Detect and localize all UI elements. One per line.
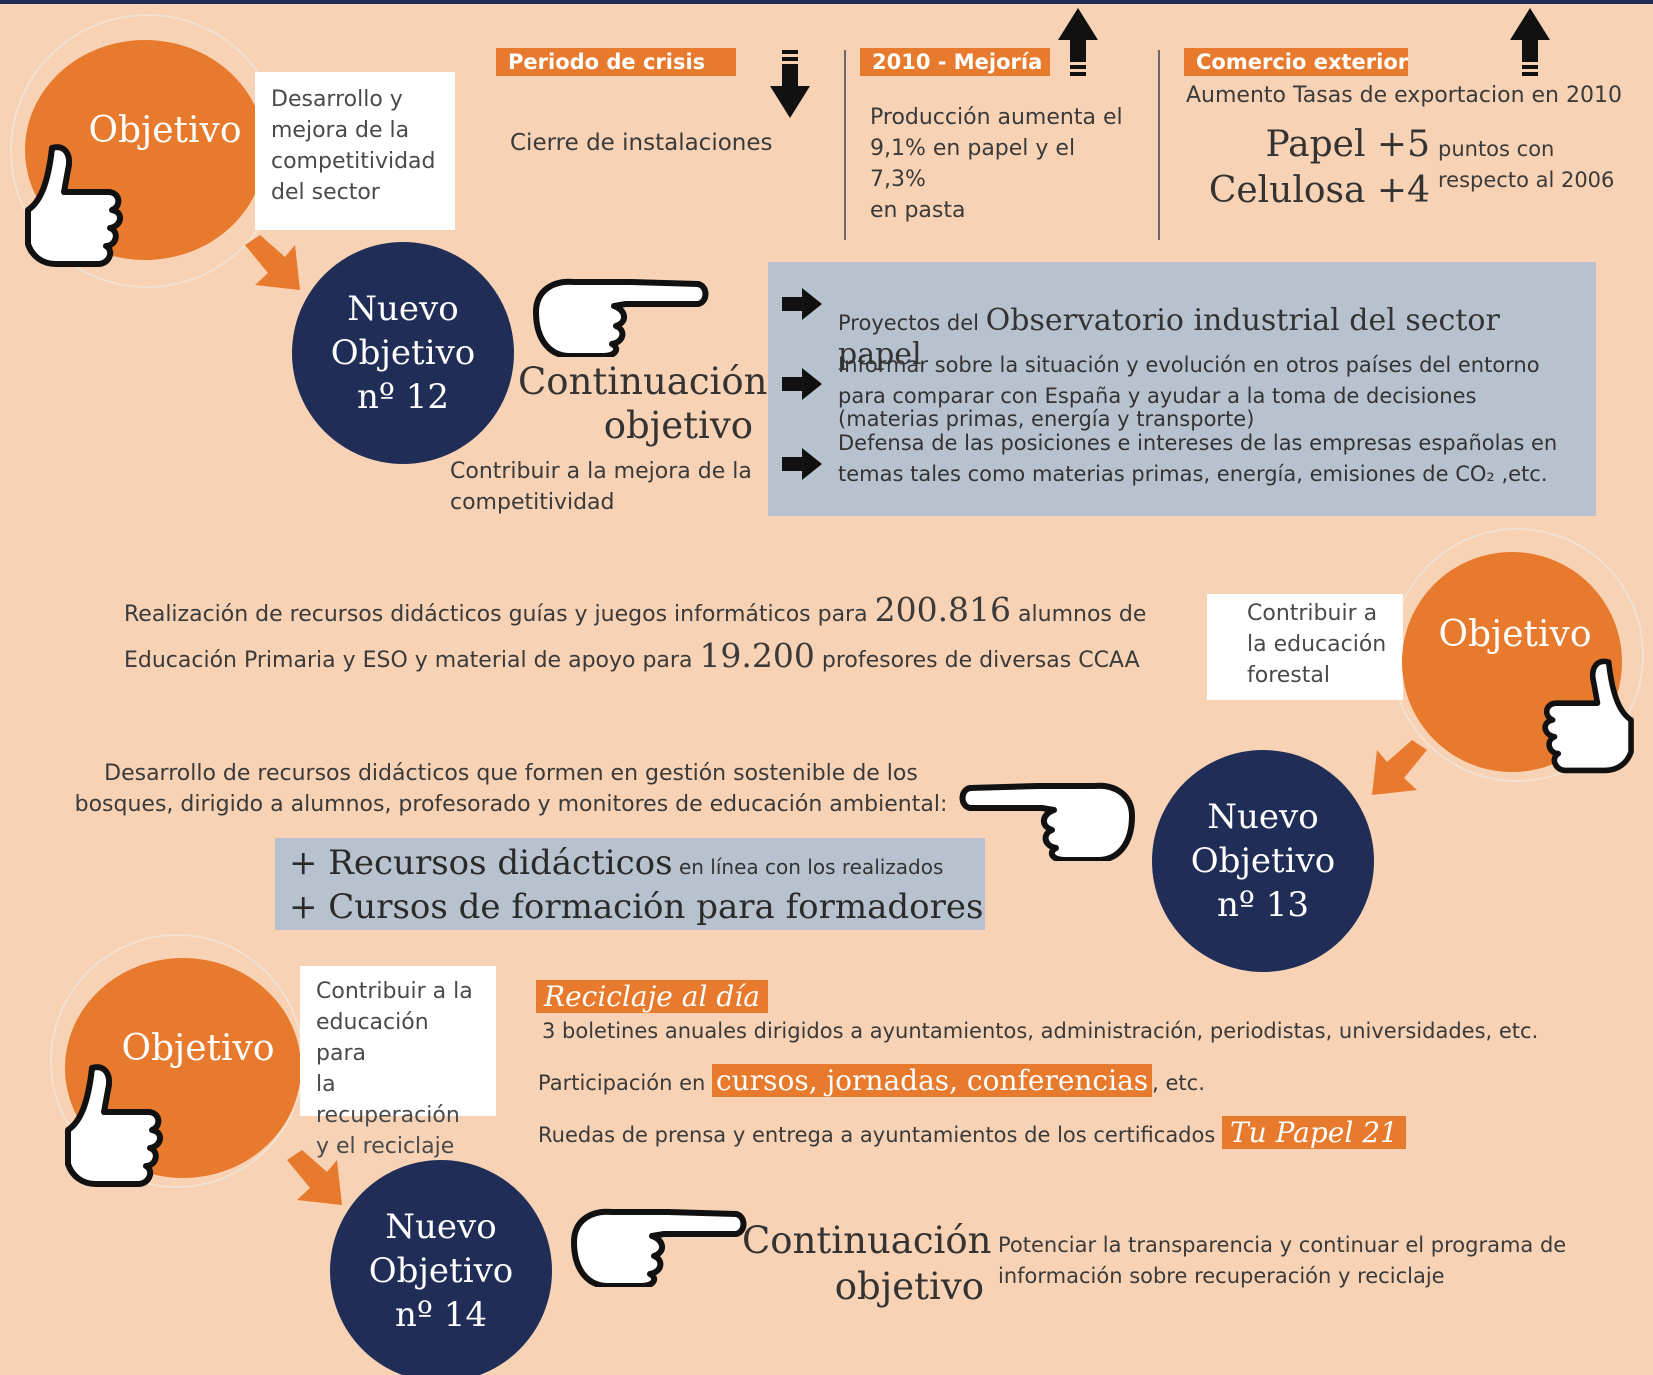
down-right-arrow-icon xyxy=(287,1150,342,1205)
thumbs-up-icon xyxy=(65,1064,163,1187)
recursos-line: + Recursos didácticos en línea con los r… xyxy=(289,842,943,890)
objetivo-label-2: Objetivo xyxy=(1438,613,1592,655)
bullet-arrow-icon xyxy=(782,448,822,480)
celulosa-value: Celulosa +4 xyxy=(1208,170,1430,211)
pointing-hand-icon xyxy=(571,1208,747,1287)
contribuir-competitividad: Contribuir a la mejora de la competitivi… xyxy=(450,459,752,515)
mejoria-tag: 2010 - Mejoría xyxy=(860,48,1050,76)
realizacion-line-2: Educación Primaria y ESO y material de a… xyxy=(124,636,1164,681)
bullet-observatorio: Proyectos del Observatorio industrial de… xyxy=(768,274,1596,431)
potenciar-transparencia: Potenciar la transparencia y continuar e… xyxy=(998,1233,1567,1288)
profesores-number: 19.200 xyxy=(699,636,815,675)
down-right-arrow-icon xyxy=(245,235,300,290)
comercio-exterior-tag: Comercio exterior xyxy=(1184,48,1408,76)
participacion-text: Participación en xyxy=(538,1071,712,1095)
nuevo-objetivo-14-label: Nuevo Objetivo nº 14 xyxy=(368,1207,514,1335)
pointing-hand-icon xyxy=(533,278,709,357)
nuevo-objetivo-13: Nuevo Objetivo nº 13 xyxy=(1152,750,1374,972)
ruedas-prensa: Ruedas de prensa y entrega a ayuntamient… xyxy=(538,1114,1538,1154)
nuevo-objetivo-12-label: Nuevo Objetivo nº 12 xyxy=(330,289,476,417)
thumbs-up-icon xyxy=(25,144,123,267)
realizacion-line-1: Realización de recursos didácticos guías… xyxy=(124,590,1164,635)
reciclaje-al-dia: Reciclaje al día xyxy=(536,978,768,1016)
continuacion-objetivo-3: Continuación objetivo xyxy=(742,1218,992,1310)
top-border xyxy=(0,0,1653,4)
papel-celulosa: Papel +5 Celulosa +4 xyxy=(1180,122,1430,214)
tu-papel-21-tag: Tu Papel 21 xyxy=(1221,1116,1406,1149)
line2-end: profesores de diversas CCAA xyxy=(814,648,1140,673)
objetivo-label-3: Objetivo xyxy=(121,1027,275,1069)
bullet-defensa: Defensa de las posiciones e intereses de… xyxy=(768,428,1596,498)
observatorio-title: Observatorio industrial del sector papel xyxy=(838,303,1500,372)
continuacion-word: Continuación xyxy=(742,1219,992,1262)
continuacion-objetivo-1: Continuación objetivo xyxy=(518,360,768,448)
recursos-en-linea: en línea con los realizados xyxy=(672,855,944,879)
continuacion-word: Continuación xyxy=(518,360,768,403)
periodo-crisis-tag: Periodo de crisis xyxy=(496,48,736,76)
line1-end: alumnos de xyxy=(1011,602,1147,627)
divider-1 xyxy=(844,50,846,240)
arrow-up-icon xyxy=(1510,8,1550,76)
boletines: 3 boletines anuales dirigidos a ayuntami… xyxy=(542,1019,1539,1043)
arrow-down-icon xyxy=(770,50,810,118)
bullet-arrow-icon xyxy=(782,368,822,400)
informar-text: Informar sobre la situación y evolución … xyxy=(838,353,1540,408)
objetivo-desc-2: Contribuir a la educación forestal xyxy=(1207,594,1403,700)
puntos-respecto: puntos con respecto al 2006 xyxy=(1438,137,1615,192)
bullet-rest: (materias primas, energía y transporte) xyxy=(838,407,1255,431)
participacion: Participación en cursos, jornadas, confe… xyxy=(538,1062,1538,1102)
desarrollo-recursos: Desarrollo de recursos didácticos que fo… xyxy=(74,761,948,817)
observatorio-box: Proyectos del Observatorio industrial de… xyxy=(768,262,1596,516)
thumbs-up-icon xyxy=(1542,658,1634,774)
pointing-hand-left-icon xyxy=(959,782,1135,861)
reciclaje-tag: Reciclaje al día xyxy=(536,980,768,1013)
bullet-informar: Informar sobre la situación y evolución … xyxy=(768,350,1596,420)
objetivo-word: objetivo xyxy=(834,1265,984,1308)
nuevo-objetivo-13-label: Nuevo Objetivo nº 13 xyxy=(1190,797,1336,925)
cursos-jornadas-highlight: cursos, jornadas, conferencias xyxy=(712,1064,1153,1097)
divider-2 xyxy=(1158,50,1160,240)
objetivo-label-1: Objetivo xyxy=(88,109,242,151)
recursos-didacticos: + Recursos didácticos xyxy=(289,843,673,883)
bullet-arrow-icon xyxy=(782,288,822,320)
papel-value: Papel +5 xyxy=(1265,124,1430,165)
line2-text: Educación Primaria y ESO y material de a… xyxy=(124,648,700,673)
defensa-text: Defensa de las posiciones e intereses de… xyxy=(838,431,1558,486)
objetivo-desc-3: Contribuir a la educación para la recupe… xyxy=(300,966,496,1159)
objetivo-desc-1: Desarrollo y mejora de la competitividad… xyxy=(255,72,455,230)
recursos-box: + Recursos didácticos en línea con los r… xyxy=(275,838,985,930)
down-left-arrow-icon xyxy=(1372,740,1427,795)
bullet-prefix: Proyectos del xyxy=(838,311,986,335)
objetivo-word: objetivo xyxy=(603,404,753,447)
nuevo-objetivo-12: Nuevo Objetivo nº 12 xyxy=(292,242,514,464)
alumnos-number: 200.816 xyxy=(874,590,1012,629)
nuevo-objetivo-14: Nuevo Objetivo nº 14 xyxy=(330,1160,552,1375)
arrow-up-icon xyxy=(1058,8,1098,76)
line1-text: Realización de recursos didácticos guías… xyxy=(124,602,875,627)
participacion-end: , etc. xyxy=(1152,1071,1205,1095)
cierre-instalaciones: Cierre de instalaciones xyxy=(510,130,773,156)
cursos-formacion: + Cursos de formación para formadores xyxy=(289,887,984,927)
aumento-tasas: Aumento Tasas de exportacion en 2010 xyxy=(1186,83,1622,108)
produccion-aumenta: Producción aumenta el 9,1% en papel y el… xyxy=(870,105,1123,223)
ruedas-text: Ruedas de prensa y entrega a ayuntamient… xyxy=(538,1123,1222,1147)
